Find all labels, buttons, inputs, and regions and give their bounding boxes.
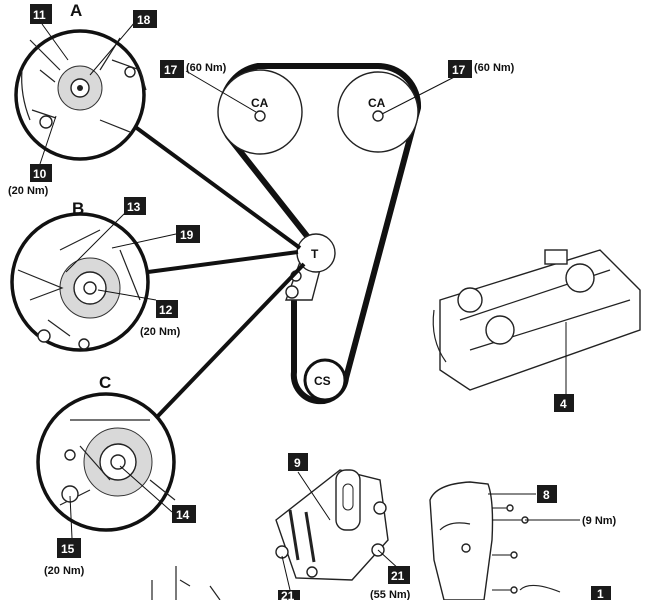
svg-text:17: 17 (164, 63, 178, 77)
svg-text:19: 19 (180, 228, 194, 242)
pulley-label-cs: CS (314, 374, 331, 388)
engine-mount-bracket (275, 469, 389, 581)
partial-sketch-lower (151, 566, 221, 600)
camshaft-pulley-left (217, 69, 303, 155)
callout-11: 11 (30, 4, 52, 24)
pulley-label-ca-left: CA (251, 96, 269, 110)
crankshaft-pulley (303, 358, 347, 402)
svg-text:17: 17 (452, 63, 466, 77)
svg-text:18: 18 (137, 13, 151, 27)
torque-15: (20 Nm) (44, 565, 85, 577)
svg-text:1: 1 (597, 587, 604, 600)
callout-17-left: 17 (160, 60, 184, 78)
svg-text:11: 11 (33, 8, 46, 22)
callout-21-left: 21 (278, 589, 300, 600)
svg-text:8: 8 (543, 488, 550, 502)
svg-text:12: 12 (159, 303, 173, 317)
svg-text:21: 21 (281, 589, 295, 600)
callout-10: 10 (30, 164, 52, 182)
callout-4: 4 (554, 394, 574, 412)
callout-13: 13 (124, 197, 146, 215)
detail-label-c: C (99, 373, 111, 392)
torque-17-left: (60 Nm) (186, 62, 227, 74)
callout-1: 1 (591, 586, 611, 600)
callout-12: 12 (156, 300, 178, 318)
detail-leader-lines (132, 124, 306, 420)
svg-text:14: 14 (176, 508, 190, 522)
svg-text:4: 4 (560, 397, 567, 411)
svg-text:15: 15 (61, 542, 75, 556)
pulley-label-ca-right: CA (368, 96, 386, 110)
detail-label-b: B (72, 199, 84, 218)
torque-8: (9 Nm) (582, 515, 617, 527)
torque-21: (55 Nm) (370, 589, 411, 600)
callout-8: 8 (537, 485, 557, 503)
svg-text:13: 13 (127, 200, 141, 214)
torque-17-right: (60 Nm) (474, 62, 515, 74)
detail-a (14, 29, 147, 161)
callout-15: 15 (57, 538, 81, 558)
callout-21-right: 21 (388, 566, 410, 584)
camshaft-pulley-right (337, 71, 419, 153)
torque-12: (20 Nm) (140, 326, 181, 338)
svg-text:9: 9 (294, 456, 301, 470)
callout-19: 19 (176, 225, 200, 243)
callout-14: 14 (172, 505, 196, 523)
svg-text:10: 10 (33, 167, 47, 181)
callout-9: 9 (288, 453, 308, 471)
timing-cover (429, 481, 580, 600)
detail-b (10, 212, 150, 352)
detail-c (36, 392, 176, 532)
detail-label-a: A (70, 1, 82, 20)
callout-18: 18 (133, 10, 157, 28)
callout-17-right: 17 (448, 60, 472, 78)
pulley-label-t: T (311, 247, 319, 261)
svg-text:21: 21 (391, 569, 405, 583)
camshaft-housing (432, 249, 641, 394)
torque-10: (20 Nm) (8, 185, 49, 197)
